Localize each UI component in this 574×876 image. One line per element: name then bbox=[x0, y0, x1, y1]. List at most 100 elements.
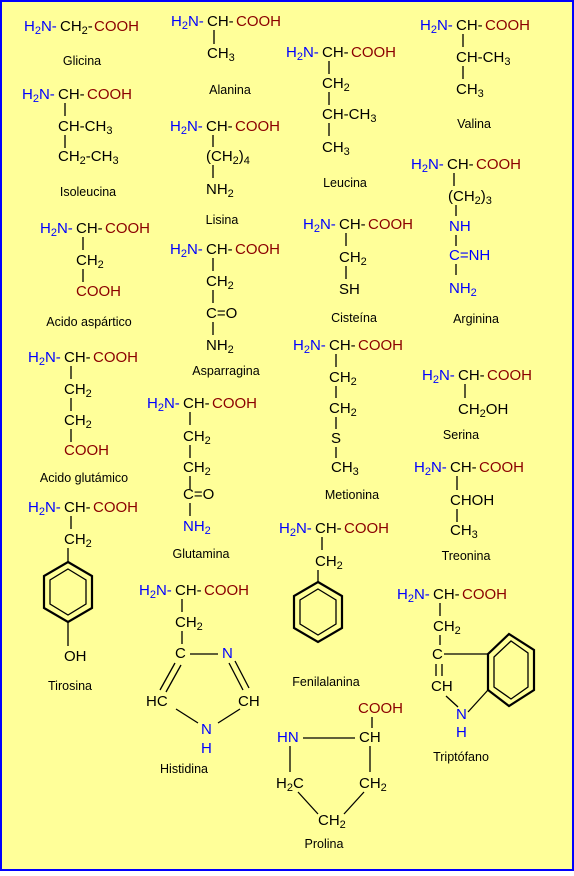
structure-aspartico: H2N- CH- COOH CH2 COOH bbox=[40, 220, 150, 300]
side-chain: CH3 bbox=[331, 459, 359, 478]
side-chain: C=NH bbox=[449, 247, 490, 264]
carboxyl-group: COOH bbox=[93, 499, 138, 516]
alpha-carbon: CH2- bbox=[60, 18, 93, 37]
structure-triptofano: H2N- CH- COOH CH2 C CH N H bbox=[397, 586, 536, 741]
amino-group: H2N- bbox=[411, 156, 444, 175]
benzene-ring bbox=[292, 580, 344, 644]
carboxyl-group: COOH bbox=[358, 700, 403, 717]
alpha-carbon: CH- bbox=[183, 395, 210, 412]
alpha-carbon: CH- bbox=[76, 220, 103, 237]
ring-atom: H2C bbox=[276, 775, 304, 794]
side-chain: CH2 bbox=[175, 614, 203, 633]
side-chain: CH2 bbox=[183, 428, 211, 447]
label-glutamina: Glutamina bbox=[173, 547, 230, 561]
label-valina: Valina bbox=[457, 117, 491, 131]
label-arginina: Arginina bbox=[453, 312, 499, 326]
side-chain: NH2 bbox=[183, 518, 211, 537]
label-lisina: Lisina bbox=[206, 213, 239, 227]
carboxyl-group: COOH bbox=[94, 18, 139, 35]
amino-group: H2N- bbox=[170, 118, 203, 137]
carboxyl-group: COOH bbox=[235, 241, 280, 258]
side-chain: CH2 bbox=[329, 400, 357, 419]
bond bbox=[297, 791, 319, 815]
carboxyl-group: COOH bbox=[64, 442, 109, 459]
carboxyl-group: COOH bbox=[76, 283, 121, 300]
alpha-carbon: CH- bbox=[450, 459, 477, 476]
structure-glutamico: H2N- CH- COOH CH2 CH2 COOH bbox=[28, 349, 138, 459]
benzene-inner bbox=[49, 568, 87, 616]
alpha-carbon: CH- bbox=[447, 156, 474, 173]
label-treonina: Treonina bbox=[442, 549, 491, 563]
structure-isoleucina: H2N- CH- COOH CH-CH3 CH2-CH3 bbox=[22, 86, 132, 167]
carboxyl-group: COOH bbox=[476, 156, 521, 173]
structure-prolina: COOH HN CH H2C CH2 CH2 bbox=[276, 700, 403, 831]
side-chain: C=O bbox=[206, 305, 237, 322]
structure-tirosina: H2N- CH- COOH CH2 OH bbox=[28, 499, 138, 665]
carboxyl-group: COOH bbox=[485, 17, 530, 34]
side-chain: CH2 bbox=[64, 531, 92, 550]
structure-treonina: H2N- CH- COOH CHOH CH3 bbox=[414, 459, 524, 541]
side-chain: CH2 bbox=[339, 249, 367, 268]
side-chain: SH bbox=[339, 281, 360, 298]
alpha-carbon: CH- bbox=[64, 349, 91, 366]
side-chain: CH2-CH3 bbox=[58, 148, 119, 167]
structure-valina: H2N- CH- COOH CH-CH3 CH3 bbox=[420, 17, 530, 100]
side-chain: S bbox=[331, 430, 341, 447]
side-chain: CH3 bbox=[322, 139, 350, 158]
amino-group: H2N- bbox=[28, 499, 61, 518]
amino-group: H2N- bbox=[279, 520, 312, 539]
side-chain: CH2 bbox=[76, 252, 104, 271]
label-acido-glutamico: Acido glutámico bbox=[40, 471, 128, 485]
carboxyl-group: COOH bbox=[368, 216, 413, 233]
side-chain: CH3 bbox=[450, 522, 478, 541]
structure-glutamina: H2N- CH- COOH CH2 CH2 C=O NH2 bbox=[147, 395, 257, 537]
carboxyl-group: COOH bbox=[93, 349, 138, 366]
alpha-carbon: CH- bbox=[456, 17, 483, 34]
label-histidina: Histidina bbox=[160, 762, 208, 776]
bond bbox=[165, 664, 182, 693]
label-acido-aspartico: Acido aspártico bbox=[46, 315, 132, 329]
label-cisteina: Cisteína bbox=[331, 311, 377, 325]
side-chain: NH2 bbox=[206, 337, 234, 356]
carboxyl-group: COOH bbox=[344, 520, 389, 537]
label-alanina: Alanina bbox=[209, 83, 251, 97]
side-chain: CH2 bbox=[64, 381, 92, 400]
side-chain: OH bbox=[64, 648, 87, 665]
bond bbox=[175, 708, 199, 724]
amino-group: H2N- bbox=[22, 86, 55, 105]
side-chain: CH2OH bbox=[458, 401, 508, 420]
side-chain: C=O bbox=[183, 486, 214, 503]
alpha-carbon: CH- bbox=[58, 86, 85, 103]
alpha-carbon: CH- bbox=[322, 44, 349, 61]
bond bbox=[445, 695, 459, 708]
amino-group: H2N- bbox=[422, 367, 455, 386]
benzene-inner bbox=[299, 588, 337, 636]
alpha-carbon: CH- bbox=[433, 586, 460, 603]
side-chain: CHOH bbox=[450, 492, 494, 509]
structure-fenilalanina: H2N- CH- COOH CH2 bbox=[279, 520, 389, 644]
label-metionina: Metionina bbox=[325, 488, 379, 502]
ring-atom: N bbox=[201, 721, 212, 738]
side-chain: CH3 bbox=[207, 45, 235, 64]
carboxyl-group: COOH bbox=[487, 367, 532, 384]
side-chain: CH-CH3 bbox=[456, 49, 510, 68]
carboxyl-group: COOH bbox=[479, 459, 524, 476]
side-chain: (CH2)4 bbox=[206, 148, 250, 167]
alpha-carbon: CH- bbox=[329, 337, 356, 354]
alpha-carbon: CH- bbox=[175, 582, 202, 599]
ring-atom: CH2 bbox=[318, 812, 346, 831]
side-chain: CH2 bbox=[322, 75, 350, 94]
side-chain: CH2 bbox=[206, 273, 234, 292]
side-chain: (CH2)3 bbox=[448, 188, 492, 207]
structure-asparragina: H2N- CH- COOH CH2 C=O NH2 bbox=[170, 241, 280, 356]
label-fenilalanina: Fenilalanina bbox=[292, 675, 359, 689]
carboxyl-group: COOH bbox=[236, 13, 281, 30]
side-chain: NH2 bbox=[449, 280, 477, 299]
alpha-carbon: CH- bbox=[206, 241, 233, 258]
amino-group: H2N- bbox=[24, 18, 57, 37]
alpha-carbon: CH- bbox=[339, 216, 366, 233]
alpha-carbon: CH- bbox=[206, 118, 233, 135]
structure-leucina: H2N- CH- COOH CH2 CH-CH3 CH3 bbox=[286, 44, 396, 158]
